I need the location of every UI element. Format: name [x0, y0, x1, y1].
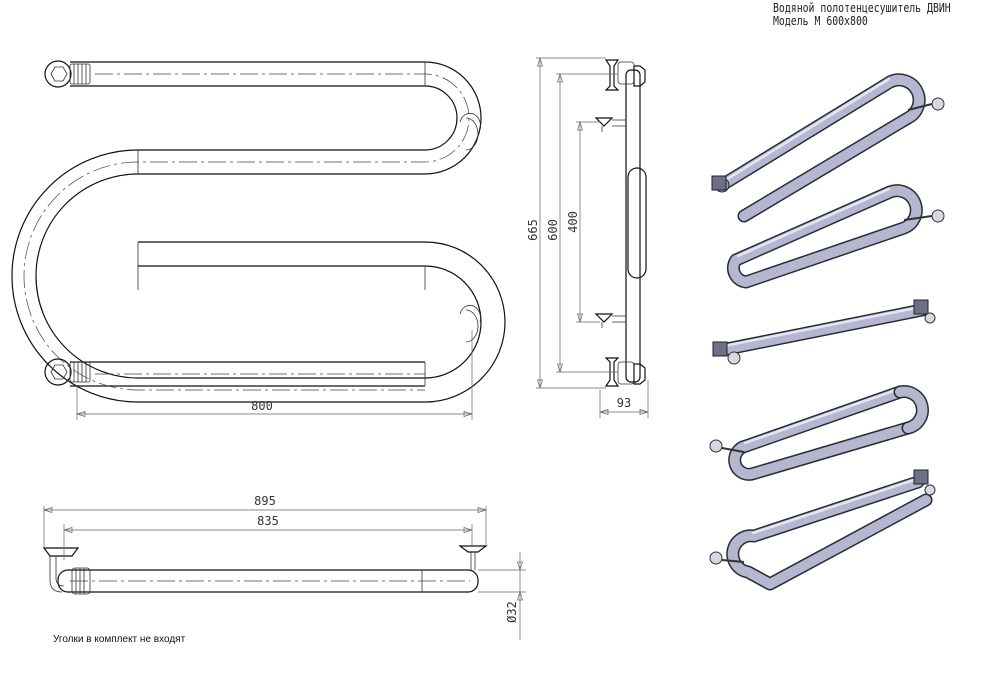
dimension-width-label: 800: [251, 399, 273, 413]
kit-note: Уголки в комплект не входят: [53, 634, 186, 645]
side-view: 665 600 400 93: [526, 56, 650, 418]
dimension-height-axis-label: 600: [546, 219, 560, 241]
front-view-centerline: [23, 73, 470, 391]
side-view-top-connector: [604, 59, 646, 91]
top-view-left-bracket: [42, 547, 91, 595]
dimension-height-total-label: 665: [526, 219, 540, 241]
dimension-mount-spacing-label: 400: [566, 211, 580, 233]
front-view-weld-seams: [137, 62, 426, 386]
dimension-vertical: 665 600 400: [526, 56, 618, 390]
front-view-bottom-connector: [44, 358, 91, 386]
top-view: 895 835 Ø32: [42, 494, 526, 640]
dimension-top-overall-label: 895: [254, 494, 276, 508]
iso-variant-2: [726, 184, 945, 289]
front-view-pipe-inner: [11, 85, 506, 403]
title-line-model: Модель М 600х800: [773, 14, 868, 28]
dimension-depth: 93: [598, 380, 650, 418]
title-line-product: Водяной полотенцесушитель ДВИН: [773, 1, 951, 15]
iso-variant-1: [711, 73, 945, 223]
dimension-top: 895 835: [42, 494, 488, 560]
front-view-pipe-outer: [35, 61, 482, 379]
front-view-lower-mount: [459, 305, 481, 343]
side-view-bottom-connector: [604, 357, 646, 387]
side-view-lower-mount: [594, 313, 626, 328]
top-view-right-bracket: [458, 545, 488, 570]
dimension-top-mounts-label: 835: [257, 514, 279, 528]
dimension-width: 800: [75, 330, 474, 420]
isometric-variants: [709, 73, 945, 591]
front-view: 800: [11, 60, 506, 420]
iso-variant-5: [709, 469, 936, 591]
front-view-upper-mount: [459, 113, 481, 151]
iso-variant-4: [709, 385, 929, 481]
side-view-upper-mount: [594, 117, 626, 132]
dimension-diameter: Ø32: [478, 552, 526, 640]
dimension-diameter-label: Ø32: [505, 601, 519, 623]
iso-variant-3: [712, 299, 936, 365]
title-block: Водяной полотенцесушитель ДВИН Модель М …: [773, 2, 951, 28]
dimension-depth-label: 93: [617, 396, 631, 410]
front-view-top-connector: [44, 60, 91, 88]
